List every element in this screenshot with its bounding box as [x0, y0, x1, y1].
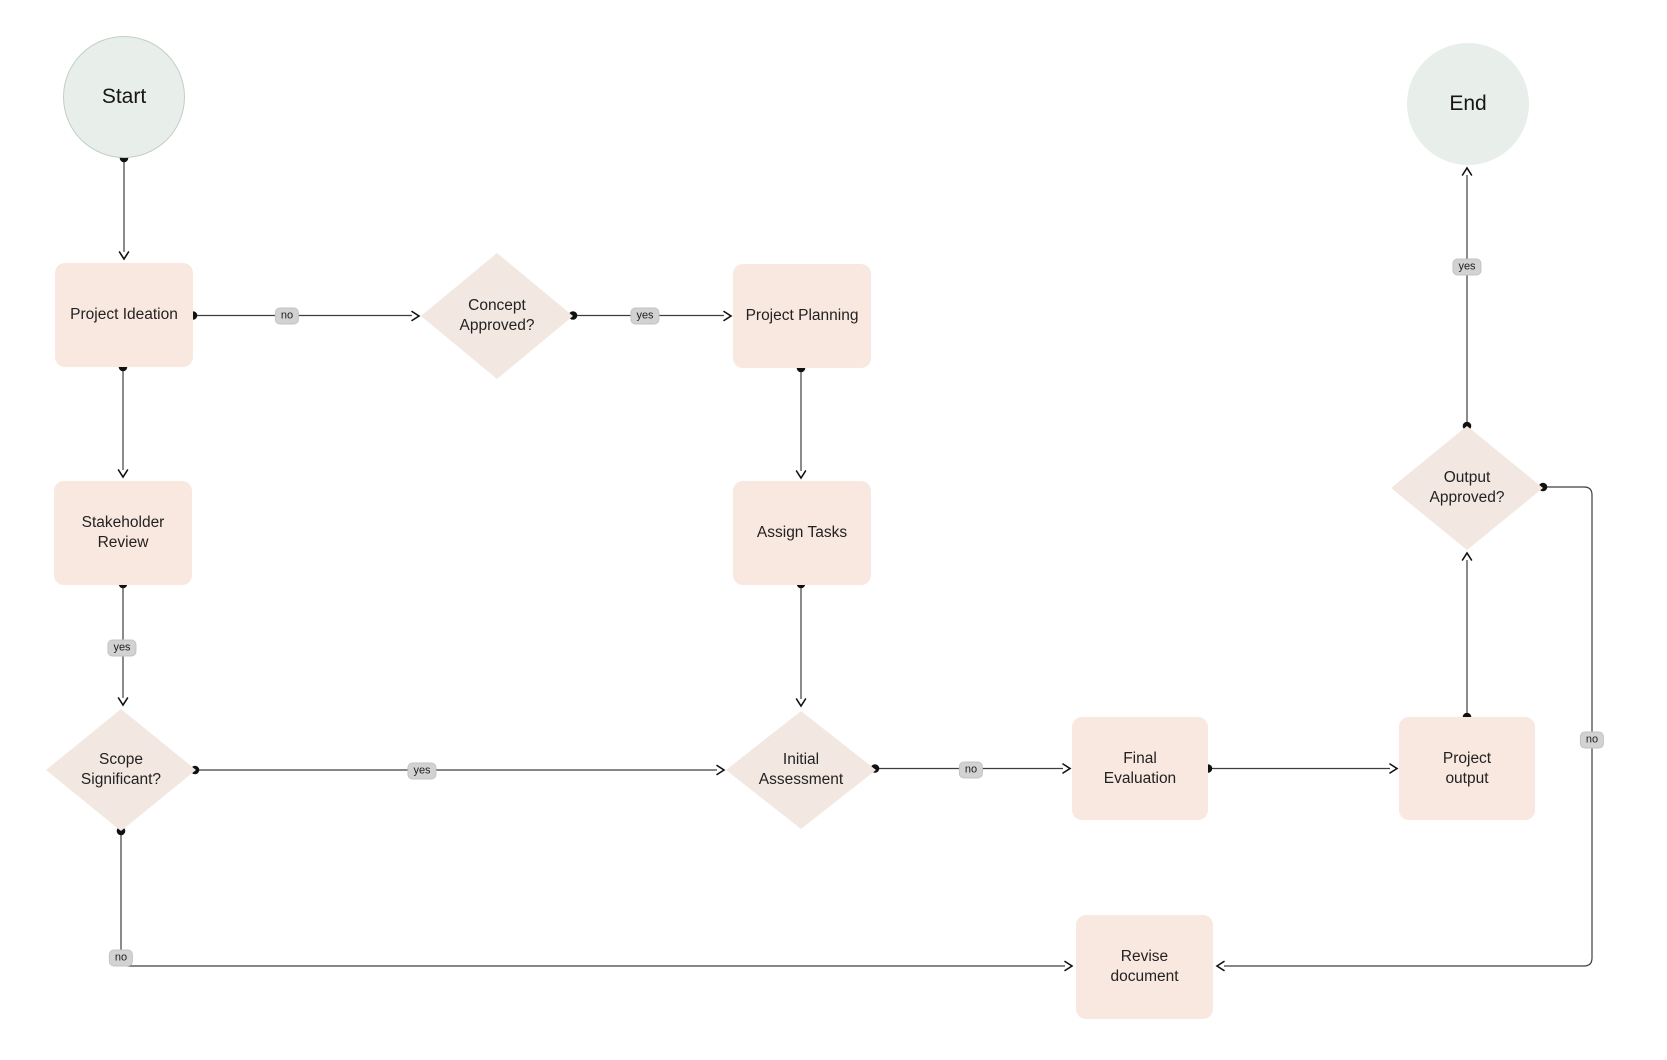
- node-end: End: [1407, 43, 1529, 165]
- edge-label-scope-to-revise: no: [108, 949, 134, 967]
- arrowhead: [1461, 551, 1473, 561]
- node-end-label: End: [1449, 91, 1487, 115]
- node-assign-tasks: Assign Tasks: [733, 481, 871, 585]
- edge-output-approved-to-revise-document: [1224, 486, 1593, 967]
- edge-label-ideation-to-concept: no: [274, 307, 300, 325]
- edge-label-stakeholder-to-scope: yes: [107, 639, 137, 657]
- arrowhead: [716, 764, 726, 776]
- edge-label-initial-to-final: no: [958, 761, 984, 779]
- arrowhead: [795, 698, 807, 708]
- arrowhead: [411, 310, 421, 322]
- node-initial-assessment-label: Initial Assessment: [758, 751, 844, 788]
- arrowhead: [117, 469, 129, 479]
- arrowhead: [1064, 960, 1074, 972]
- node-concept-approved-label: Concept Approved?: [459, 297, 535, 334]
- node-final-evaluation: Final Evaluation: [1072, 717, 1208, 820]
- edge-label-output-approved-to-end: yes: [1452, 258, 1482, 276]
- node-project-output-label: Project output: [1442, 749, 1492, 787]
- node-output-approved-label: Output Approved?: [1429, 469, 1505, 506]
- node-scope-significant-label: Scope Significant?: [80, 751, 162, 788]
- node-project-planning: Project Planning: [733, 264, 871, 368]
- arrowhead: [723, 310, 733, 322]
- edge-label-output-approved-to-revise: no: [1579, 731, 1605, 749]
- arrowhead: [1215, 960, 1225, 972]
- arrowhead: [1461, 166, 1473, 176]
- edge-scope-significant-to-revise-document: [120, 831, 1065, 967]
- arrowhead: [1062, 763, 1072, 774]
- arrowhead: [117, 697, 129, 707]
- arrowhead: [118, 251, 130, 261]
- node-project-output: Project output: [1399, 717, 1535, 820]
- node-revise-document-label: Revise document: [1110, 948, 1179, 985]
- node-final-evaluation-label: Final Evaluation: [1103, 749, 1177, 787]
- node-stakeholder-review-label: Stakeholder Review: [81, 514, 165, 551]
- node-assign-tasks-label: Assign Tasks: [756, 524, 848, 542]
- node-project-ideation: Project Ideation: [55, 263, 193, 367]
- node-revise-document: Revise document: [1076, 915, 1213, 1019]
- arrowhead: [1389, 763, 1399, 774]
- node-project-planning-label: Project Planning: [745, 307, 859, 325]
- edge-label-scope-to-initial: yes: [407, 762, 437, 780]
- edge-label-concept-to-planning: yes: [630, 307, 660, 325]
- node-stakeholder-review: Stakeholder Review: [54, 481, 192, 585]
- arrowhead: [795, 470, 807, 480]
- node-project-ideation-label: Project Ideation: [70, 306, 178, 324]
- node-start: Start: [63, 36, 185, 158]
- node-start-label: Start: [101, 84, 147, 108]
